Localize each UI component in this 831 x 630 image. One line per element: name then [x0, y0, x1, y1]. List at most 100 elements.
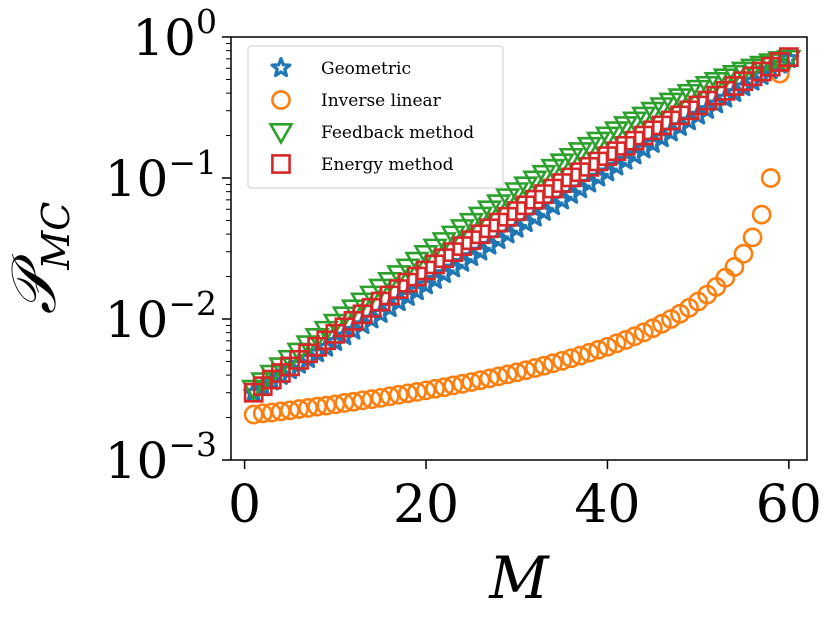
- data-point: [504, 182, 530, 205]
- data-point: [615, 149, 637, 170]
- data-point: [467, 206, 494, 229]
- data-point: [370, 387, 391, 408]
- data-point: [358, 285, 385, 308]
- data-point: [624, 144, 646, 165]
- axis-ticks: 0 20 40 60 10−3 10−2 10−1 100: [105, 2, 822, 535]
- legend-label: Geometric: [321, 59, 411, 79]
- legend-box: [247, 45, 504, 189]
- legend-label: Inverse linear: [321, 91, 442, 111]
- data-point: [524, 358, 545, 378]
- data-point: [606, 155, 627, 176]
- data-point: [334, 393, 355, 413]
- data-point: [724, 257, 745, 277]
- data-point: [461, 372, 482, 392]
- data-point: [398, 383, 418, 404]
- data-point: [751, 204, 772, 225]
- data-point: [386, 265, 412, 288]
- data-point: [642, 318, 663, 339]
- legend-label: Energy method: [321, 155, 454, 175]
- data-point: [506, 362, 527, 383]
- data-point: [585, 131, 612, 154]
- data-point: [476, 200, 503, 223]
- x-tick-label: 60: [756, 475, 822, 535]
- data-point: [416, 380, 436, 401]
- data-point: [406, 280, 428, 301]
- data-point: [479, 368, 500, 389]
- data-point: [513, 176, 539, 199]
- y-axis-label: 𝒫MC: [0, 202, 78, 315]
- data-point: [776, 49, 802, 72]
- data-point: [549, 153, 575, 176]
- legend-marker: [270, 57, 292, 78]
- data-point: [424, 268, 446, 289]
- data-point: [552, 350, 572, 371]
- data-point: [567, 142, 593, 165]
- data-point: [452, 373, 473, 394]
- data-point: [488, 366, 509, 387]
- x-axis-label: M: [488, 544, 550, 612]
- data-point: [497, 364, 518, 385]
- data-point: [522, 170, 548, 193]
- legend-marker: [268, 123, 294, 146]
- data-point: [397, 285, 419, 306]
- y-tick-label: 10−3: [105, 425, 217, 490]
- data-point: [558, 147, 584, 171]
- data-point: [340, 299, 367, 322]
- data-point: [494, 188, 521, 211]
- series-layer: [240, 47, 802, 425]
- data-point: [442, 257, 464, 278]
- data-point: [458, 212, 485, 235]
- y-tick-label: 10−1: [105, 143, 217, 208]
- data-point: [316, 395, 337, 416]
- data-point: [742, 227, 763, 248]
- data-point: [407, 382, 427, 402]
- x-tick-label: 40: [574, 475, 640, 535]
- data-point: [633, 138, 655, 159]
- data-point: [443, 375, 464, 396]
- y-axis-label-subscript: MC: [34, 202, 78, 271]
- svg-text:𝒫MC: 𝒫MC: [0, 202, 78, 315]
- data-point: [561, 348, 582, 369]
- data-point: [642, 132, 664, 153]
- data-point: [624, 326, 645, 347]
- data-point: [343, 391, 364, 412]
- y-tick-label: 10−2: [105, 284, 217, 349]
- data-point: [434, 377, 455, 398]
- data-point: [534, 355, 554, 376]
- data-point: [760, 168, 781, 188]
- x-tick-label: 20: [393, 475, 459, 535]
- data-point: [778, 47, 799, 67]
- y-tick-label: 100: [132, 2, 217, 67]
- data-point: [594, 126, 621, 149]
- legend-marker: [271, 90, 291, 110]
- data-point: [470, 370, 491, 391]
- data-point: [367, 278, 394, 301]
- data-point: [352, 390, 373, 411]
- data-point: [540, 158, 566, 181]
- data-point: [485, 194, 512, 217]
- data-point: [615, 330, 636, 350]
- data-point: [531, 164, 557, 187]
- data-point: [440, 225, 466, 248]
- data-point: [433, 262, 455, 284]
- plot-frame: [230, 36, 808, 461]
- data-point: [361, 389, 382, 410]
- data-point: [449, 219, 476, 242]
- series-energy-method: [243, 47, 799, 403]
- legend-label: Feedback method: [321, 123, 474, 143]
- data-point: [388, 384, 409, 405]
- data-point: [570, 345, 591, 366]
- data-point: [579, 342, 600, 363]
- data-point: [576, 136, 602, 159]
- data-point: [588, 339, 609, 360]
- data-point: [543, 353, 563, 374]
- data-point: [379, 386, 400, 407]
- data-point: [415, 274, 437, 295]
- data-point: [597, 336, 618, 357]
- data-point: [733, 243, 754, 264]
- data-point: [325, 394, 346, 415]
- x-tick-label: 0: [228, 475, 261, 535]
- data-point: [388, 291, 410, 312]
